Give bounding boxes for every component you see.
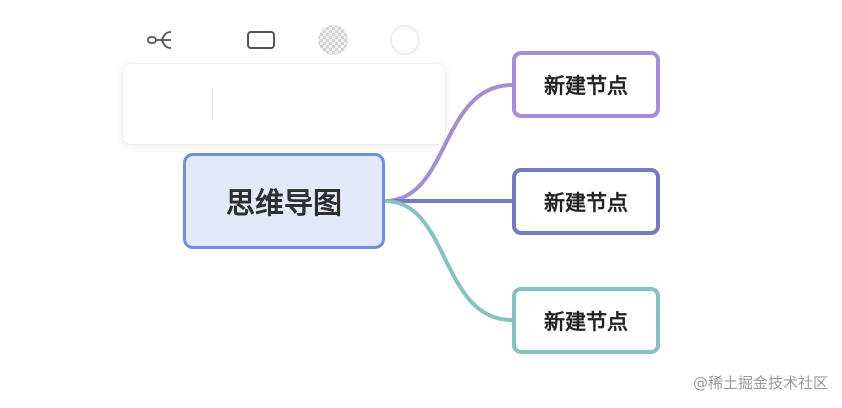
layout-structure-icon <box>147 31 172 49</box>
child-node-1[interactable]: 新建节点 <box>512 51 660 118</box>
connector-3 <box>383 199 514 322</box>
toolbar-divider <box>212 88 213 120</box>
fill-transparent-icon <box>318 25 348 55</box>
layout-button[interactable] <box>147 24 179 56</box>
border-color-icon <box>390 25 420 55</box>
connector-1 <box>383 83 514 203</box>
child-node-label: 新建节点 <box>544 73 628 98</box>
root-node-label: 思维导图 <box>225 186 342 220</box>
child-node-label: 新建节点 <box>544 190 628 215</box>
root-node[interactable]: 思维导图 <box>183 153 385 249</box>
shape-button[interactable] <box>245 24 277 56</box>
node-shape-icon <box>247 31 275 49</box>
child-node-3[interactable]: 新建节点 <box>512 287 660 354</box>
fill-color-button[interactable] <box>317 24 349 56</box>
node-toolbar <box>123 64 445 144</box>
border-color-button[interactable] <box>389 24 421 56</box>
child-node-label: 新建节点 <box>544 309 628 334</box>
child-node-2[interactable]: 新建节点 <box>512 168 660 235</box>
watermark: @稀土掘金技术社区 <box>692 374 828 392</box>
